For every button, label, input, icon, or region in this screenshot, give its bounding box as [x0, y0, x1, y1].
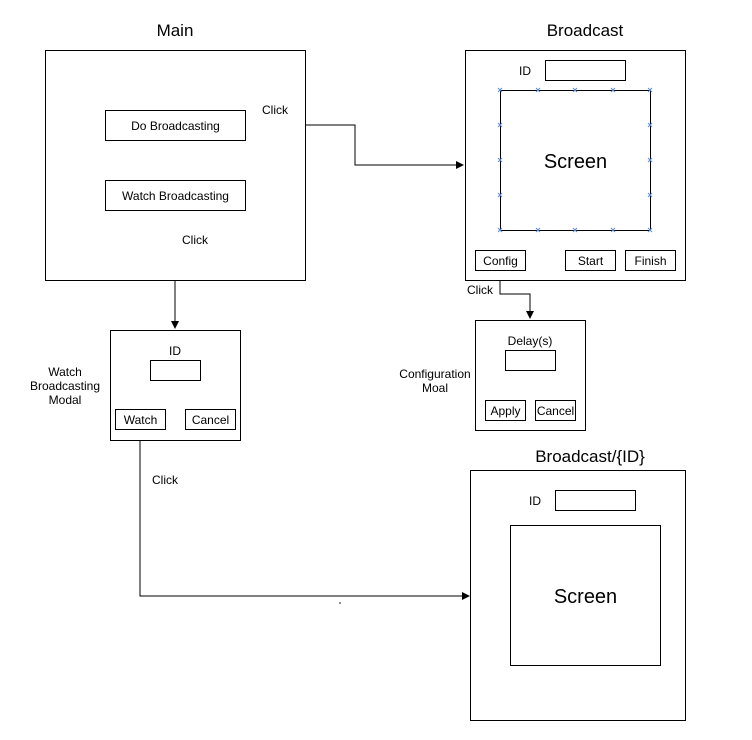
- broadcast-screen: Screen: [500, 90, 651, 231]
- broadcast-id-field[interactable]: [545, 60, 626, 81]
- stray-dot: [339, 602, 341, 604]
- broadcast-screen-label: Screen: [543, 151, 608, 173]
- finish-button[interactable]: Finish: [625, 250, 676, 271]
- edge-label-click-watch: Click: [182, 233, 208, 247]
- config-modal-caption-2: Moal: [421, 381, 448, 395]
- start-button[interactable]: Start: [565, 250, 616, 271]
- config-modal-caption-1: Configuration: [399, 367, 471, 381]
- watch-modal-cancel-button[interactable]: Cancel: [185, 409, 236, 430]
- broadcast-id-screen: Screen: [510, 525, 661, 666]
- broadcast-id-title: Broadcast/{ID}: [535, 447, 645, 466]
- watch-modal-caption-3: Modal: [48, 393, 82, 407]
- watch-modal-id-field[interactable]: [150, 360, 201, 381]
- broadcast-id-label: ID: [519, 64, 531, 78]
- broadcast-id-frame: [470, 470, 686, 721]
- watch-modal-caption-1: Watch: [48, 365, 82, 379]
- delay-field[interactable]: [505, 350, 556, 371]
- broadcast-id-screen-label: Screen: [553, 586, 618, 608]
- main-frame: [45, 50, 306, 281]
- watch-modal-caption-2: Broadcasting: [29, 379, 101, 393]
- delay-label: Delay(s): [507, 334, 553, 348]
- config-button[interactable]: Config: [475, 250, 526, 271]
- main-title: Main: [156, 21, 194, 40]
- watch-broadcasting-button[interactable]: Watch Broadcasting: [105, 180, 246, 211]
- edge-modal-watch-to-broadcast-id: [139, 429, 470, 600]
- broadcast-id-id-field[interactable]: [555, 490, 636, 511]
- watch-modal-id-label: ID: [169, 344, 181, 358]
- edge-label-click-do: Click: [262, 103, 288, 117]
- watch-modal-watch-button[interactable]: Watch: [115, 409, 166, 430]
- config-cancel-button[interactable]: Cancel: [535, 400, 576, 421]
- do-broadcasting-button[interactable]: Do Broadcasting: [105, 110, 246, 141]
- broadcast-title: Broadcast: [546, 21, 624, 40]
- broadcast-id-id-label: ID: [529, 494, 541, 508]
- edge-label-click-config: Click: [467, 283, 493, 297]
- apply-button[interactable]: Apply: [485, 400, 526, 421]
- edge-label-click-modal-watch: Click: [152, 473, 178, 487]
